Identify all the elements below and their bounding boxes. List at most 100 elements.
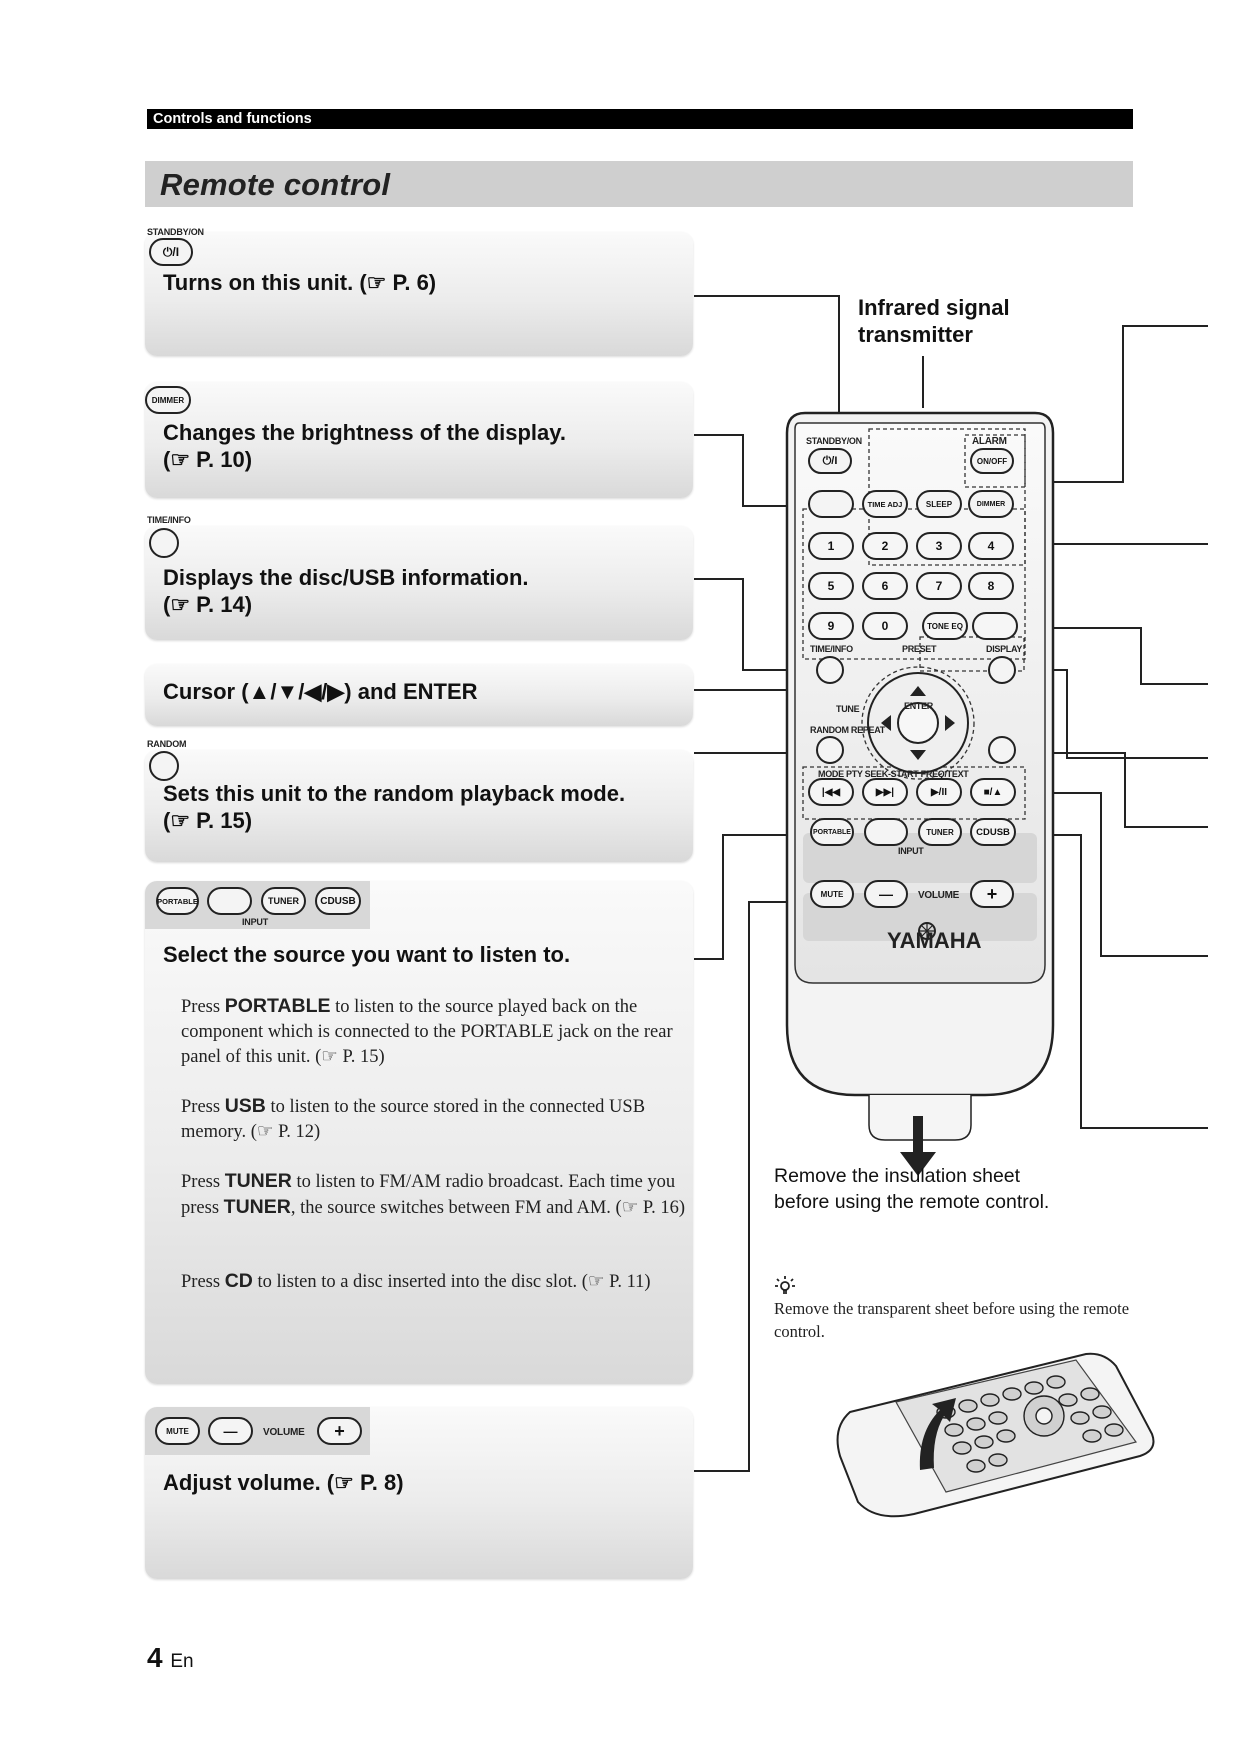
- cursor-group: [861, 666, 975, 780]
- leader-input-h: [722, 834, 814, 836]
- remote-dimmer-timer-button: DIMMER: [968, 490, 1014, 518]
- volume-description: Adjust volume. (☞ P. 8): [163, 1470, 404, 1495]
- leader-standby: [694, 295, 840, 297]
- leader-right-7-h: [1080, 1127, 1208, 1129]
- yamaha-logo-icon: [918, 922, 936, 940]
- remote-mute-button: MUTE: [810, 880, 854, 908]
- input-strip: [803, 833, 1037, 883]
- section-header: Controls and functions: [147, 109, 1133, 129]
- remote-label-input: INPUT: [898, 846, 924, 856]
- title-bar: Remote control: [145, 161, 1133, 207]
- leader-right-3: [1030, 627, 1142, 629]
- remote-volume-plus: +: [970, 880, 1014, 908]
- timeinfo-button: [149, 528, 179, 558]
- digit-4-button: 4: [968, 532, 1014, 560]
- remote-cdusb-button: CDUSB: [970, 818, 1016, 846]
- digit-1-button: 1: [808, 532, 854, 560]
- ir-callout-line: [922, 356, 924, 408]
- remote-label-enter: ENTER: [904, 701, 934, 711]
- leader-dimmer: [694, 434, 744, 436]
- digit-6-button: 6: [862, 572, 908, 600]
- prev-icon: |◀◀: [808, 778, 854, 806]
- standby-button-label: STANDBY/ON: [147, 227, 204, 237]
- remote-random-button: [816, 736, 844, 764]
- remote-display-button: [988, 656, 1016, 684]
- remote-usb-button: [864, 818, 908, 846]
- dimmer-description: Changes the brightness of the display.: [163, 420, 566, 445]
- remote-volume-minus: —: [864, 880, 908, 908]
- leader-right-1-h: [1030, 481, 1124, 483]
- leader-right-4-h: [1066, 757, 1208, 759]
- leader-right-6: [1030, 792, 1102, 794]
- mute-button: MUTE: [155, 1417, 200, 1445]
- leader-input-v: [722, 834, 724, 960]
- digit-7-button: 7: [916, 572, 962, 600]
- input-group-label: INPUT: [242, 917, 269, 927]
- leader-input: [694, 958, 724, 960]
- cursor-description: Cursor (▲/▼/◀/▶) and ENTER: [163, 679, 478, 704]
- insulation-note: Remove the insulation sheet before using…: [774, 1165, 1050, 1213]
- tone-group: [919, 636, 1025, 672]
- remote-label-alarm: ALARM: [972, 436, 1007, 447]
- digit-5-button: 5: [808, 572, 854, 600]
- leader-volume-v: [748, 901, 750, 1472]
- leader-timeinfo: [694, 578, 744, 580]
- leader-cursor: [694, 689, 864, 691]
- volume-label: VOLUME: [263, 1427, 305, 1438]
- timeinfo-description: Displays the disc/USB information.: [163, 565, 529, 590]
- remote-timeadj-button: TIME ADJ: [862, 490, 908, 518]
- digit-9-button: 9: [808, 612, 854, 640]
- dimmer-button: DIMMER: [145, 386, 191, 414]
- transport-group: [802, 766, 1026, 820]
- cursor-down-icon: [910, 750, 926, 760]
- input-paragraph-cd: Press CD to listen to a disc inserted in…: [181, 1270, 651, 1292]
- volume-minus-button: —: [208, 1417, 253, 1445]
- dimmer-page-ref: (☞ P. 10): [163, 447, 253, 472]
- leader-right-2: [1030, 543, 1208, 545]
- leader-timeinfo-v: [742, 578, 744, 670]
- remote-sleep-button: SLEEP: [916, 490, 962, 518]
- remote-repeat-button: [988, 736, 1016, 764]
- input-tuner-button: TUNER: [261, 887, 306, 915]
- input-heading: Select the source you want to listen to.: [163, 942, 571, 967]
- input-usb-button: [207, 887, 252, 915]
- remote-label-random-repeat: RANDOM REPEAT: [810, 725, 885, 735]
- input-cdusb-button: CDUSB: [315, 887, 361, 915]
- random-page-ref: (☞ P. 15): [163, 808, 253, 833]
- remote-label-timeinfo: TIME/INFO: [810, 644, 853, 654]
- standby-button: ⏻/I: [149, 238, 193, 266]
- panel-timeinfo: TIME/INFO Displays the disc/USB informat…: [145, 515, 693, 640]
- digit-8-button: 8: [968, 572, 1014, 600]
- leader-right-7: [1030, 834, 1082, 836]
- remote-label-display: DISPLAY: [986, 644, 1023, 654]
- panel-cursor: Cursor (▲/▼/◀/▶) and ENTER: [145, 664, 693, 726]
- tip-lightbulb-icon: [775, 1276, 795, 1294]
- leader-right-6-h: [1100, 955, 1208, 957]
- stop-eject-icon: ■/▲: [970, 778, 1016, 806]
- remote-label-preset: PRESET: [902, 644, 937, 654]
- remote-label-standby: STANDBY/ON: [806, 436, 862, 446]
- top-group: [868, 428, 1026, 566]
- leader-right-1: [1122, 325, 1208, 327]
- remote-label-mode-row: MODE PTY SEEK-START FREQ/TEXT: [818, 769, 969, 779]
- timeinfo-page-ref: (☞ P. 14): [163, 592, 253, 617]
- ir-transmitter-callout: Infrared signal transmitter: [858, 295, 1010, 347]
- panel-dimmer: DIMMER Changes the brightness of the dis…: [145, 382, 693, 498]
- cursor-up-icon: [910, 686, 926, 696]
- leader-timeinfo-h: [742, 669, 808, 671]
- remote-dimmer-button: [808, 490, 854, 518]
- leader-volume: [694, 1470, 750, 1472]
- remote-timeinfo-button: [816, 656, 844, 684]
- leader-standby-v: [838, 295, 840, 433]
- remote-alarm-button: ON/OFF: [970, 448, 1014, 474]
- panel-random: RANDOM Sets this unit to the random play…: [145, 739, 693, 862]
- next-icon: ▶▶|: [862, 778, 908, 806]
- remote-standby-button: ⏻/I: [808, 448, 852, 474]
- random-description: Sets this unit to the random playback mo…: [163, 781, 626, 806]
- leader-dimmer-h: [742, 505, 808, 507]
- input-paragraph-tuner: Press TUNER to listen to FM/AM radio bro…: [181, 1170, 686, 1218]
- remote-portable-button: PORTABLE: [810, 818, 854, 846]
- leader-right-6-v: [1100, 792, 1102, 956]
- leader-right-5-h: [1124, 826, 1208, 828]
- leader-right-5-v: [1124, 752, 1126, 828]
